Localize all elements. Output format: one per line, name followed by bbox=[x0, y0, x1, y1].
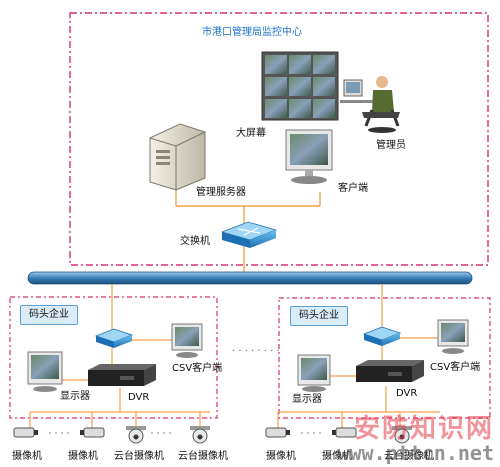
enterprise-box-right bbox=[278, 297, 491, 419]
ellipsis-between-enterprises: · · · · · · · · bbox=[232, 346, 280, 357]
left-camera-2-icon bbox=[80, 427, 105, 438]
administrator-icon bbox=[340, 76, 400, 133]
right-csv-client-label: CSV客户端 bbox=[430, 362, 481, 373]
right-camera-1-label: 摄像机 bbox=[266, 451, 296, 462]
right-camera-2-label: 摄像机 bbox=[322, 451, 352, 462]
watermark-text: 安防知识网 bbox=[353, 414, 494, 444]
monitoring-center-title: 市港口管理局监控中心 bbox=[202, 27, 302, 38]
left-ptz-camera-2-icon bbox=[190, 426, 210, 444]
enterprise-uplinks bbox=[111, 284, 383, 332]
right-camera-1-icon bbox=[265, 427, 290, 438]
backbone-bar bbox=[27, 271, 473, 285]
monitoring-center-box bbox=[69, 12, 489, 266]
switch-label: 交换机 bbox=[180, 236, 210, 247]
right-csv-client-icon bbox=[437, 319, 469, 354]
enterprise-box-left bbox=[9, 296, 218, 419]
left-ptz-camera-1-label: 云台摄像机 bbox=[114, 451, 164, 462]
left-camera-1-icon bbox=[13, 427, 38, 438]
right-enterprise-links bbox=[277, 337, 442, 428]
video-wall-icon bbox=[261, 51, 339, 121]
right-camera-2-icon bbox=[332, 427, 357, 438]
right-dvr-icon bbox=[356, 360, 424, 382]
left-enterprise-links bbox=[29, 339, 210, 428]
left-dvr-label: DVR bbox=[128, 392, 150, 403]
left-csv-client-label: CSV客户端 bbox=[172, 363, 223, 374]
right-display-icon bbox=[297, 354, 331, 392]
left-dvr-icon bbox=[88, 364, 156, 386]
left-display-icon bbox=[27, 351, 63, 392]
left-ptz-camera-2-label: 云台摄像机 bbox=[178, 451, 228, 462]
enterprise-callout-left: 码头企业 bbox=[20, 305, 78, 325]
right-ptz-camera-1-icon bbox=[392, 426, 412, 444]
management-server-label: 管理服务器 bbox=[196, 187, 246, 198]
right-switch-icon bbox=[362, 326, 402, 346]
left-camera-2-label: 摄像机 bbox=[68, 451, 98, 462]
left-ptz-camera-1-icon bbox=[126, 426, 146, 444]
administrator-label: 管理员 bbox=[376, 140, 406, 151]
enterprise-callout-right: 码头企业 bbox=[290, 306, 348, 326]
switch-icon bbox=[220, 221, 278, 248]
right-dvr-label: DVR bbox=[396, 388, 418, 399]
left-csv-client-icon bbox=[171, 323, 203, 358]
client-monitor-icon bbox=[285, 129, 333, 184]
camera-dots bbox=[49, 432, 321, 434]
right-display-label: 显示器 bbox=[292, 394, 322, 405]
left-display-label: 显示器 bbox=[60, 391, 90, 402]
client-label: 客户端 bbox=[338, 183, 368, 194]
right-ptz-camera-1-label: 云台摄像机 bbox=[384, 451, 434, 462]
left-camera-1-label: 摄像机 bbox=[12, 451, 42, 462]
management-server-icon bbox=[149, 123, 206, 191]
watermark-url: www.pttcn.net bbox=[337, 441, 494, 465]
big-screen-label: 大屏幕 bbox=[236, 128, 266, 139]
left-switch-icon bbox=[94, 328, 134, 348]
